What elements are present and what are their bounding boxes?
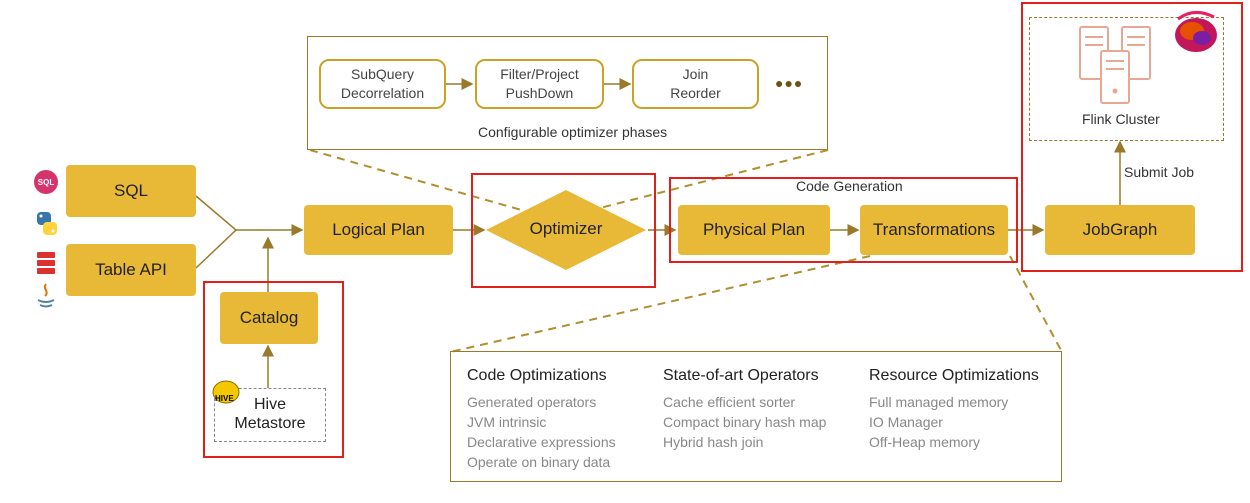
physical-plan-box: Physical Plan: [678, 205, 830, 255]
optimizer-phases-caption: Configurable optimizer phases: [478, 124, 668, 140]
list-item: Off-Heap memory: [869, 434, 980, 450]
list-item: Compact binary hash map: [663, 414, 827, 430]
logical-plan-box: Logical Plan: [304, 205, 453, 255]
java-icon: [34, 282, 58, 310]
catalog-box: Catalog: [220, 292, 318, 344]
jobgraph-box: JobGraph: [1045, 205, 1195, 255]
list-item: Generated operators: [467, 394, 597, 410]
submit-job-label: Submit Job: [1124, 164, 1195, 180]
list-item: Cache efficient sorter: [663, 394, 796, 410]
flink-logo-icon: [1170, 5, 1222, 57]
sql-icon: SQL: [34, 170, 58, 194]
transformations-box: Transformations: [860, 205, 1008, 255]
more-phases-ellipsis: ●●●: [775, 75, 804, 91]
list-item: Full managed memory: [869, 394, 1009, 410]
hive-metastore-line2: Metastore: [234, 415, 306, 432]
phase-filter-project-pushdown: Filter/Project PushDown: [475, 59, 604, 109]
optimizer-diamond: Optimizer: [484, 188, 648, 272]
server-icon: [1076, 25, 1156, 105]
phase-subquery-decorrelation: SubQuery Decorrelation: [319, 59, 446, 109]
flink-cluster-label: Flink Cluster: [1082, 111, 1160, 127]
hive-metastore-line1: Hive: [253, 396, 286, 413]
codegen-details-panel: [450, 351, 1062, 482]
code-generation-label: Code Generation: [796, 178, 903, 194]
optimizer-phases-panel: [307, 36, 828, 150]
resource-optimizations-title: Resource Optimizations: [869, 367, 1039, 384]
svg-text:HIVE: HIVE: [215, 394, 234, 403]
sql-box: SQL: [66, 165, 196, 217]
phase-join-reorder: Join Reorder: [632, 59, 759, 109]
cluster-highlight: [1021, 2, 1243, 272]
code-optimizations-title: Code Optimizations: [467, 367, 607, 384]
codegen-highlight: [669, 177, 1018, 263]
list-item: JVM intrinsic: [467, 414, 547, 430]
table-api-box: Table API: [66, 244, 196, 296]
catalog-highlight: [203, 281, 344, 458]
flink-cluster-box: [1029, 17, 1224, 141]
list-item: Operate on binary data: [467, 454, 611, 470]
operators-column: State-of-art Operators Cache efficient s…: [663, 367, 826, 452]
code-optimizations-column: Code Optimizations Generated operators J…: [467, 367, 616, 472]
optimizer-label: Optimizer: [529, 219, 603, 238]
list-item: Declarative expressions: [467, 434, 616, 450]
operators-title: State-of-art Operators: [663, 367, 819, 384]
hive-bee-icon: HIVE: [209, 377, 243, 407]
list-item: Hybrid hash join: [663, 434, 764, 450]
resource-optimizations-column: Resource Optimizations Full managed memo…: [869, 367, 1039, 452]
scala-icon: [35, 250, 57, 276]
python-icon: [33, 210, 61, 238]
optimizer-highlight: [471, 173, 656, 288]
list-item: IO Manager: [869, 414, 943, 430]
